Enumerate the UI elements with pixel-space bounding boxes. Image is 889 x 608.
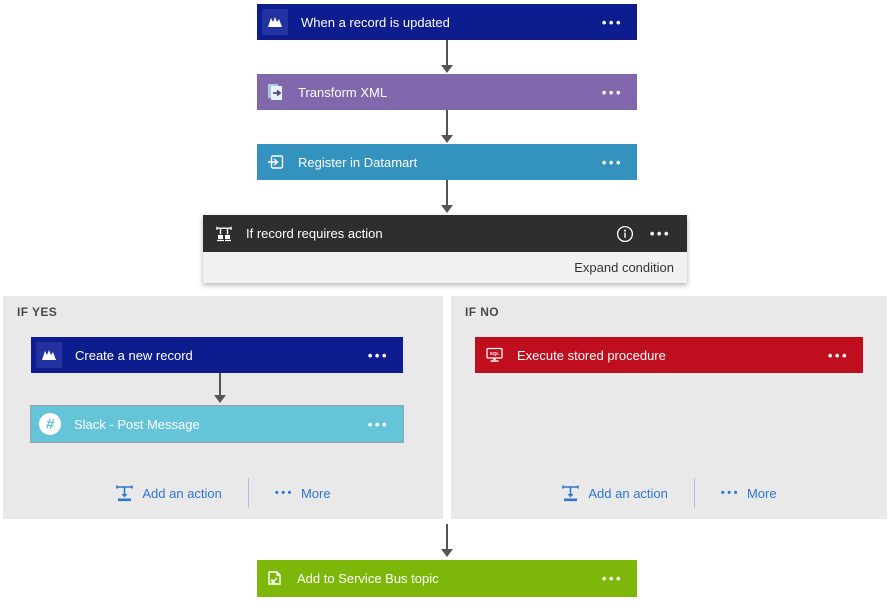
action-label: Transform XML <box>298 84 388 100</box>
svg-text:SQL: SQL <box>490 351 500 356</box>
dynamics-icon <box>36 342 62 368</box>
action-label: Execute stored procedure <box>517 347 666 363</box>
action-label: Create a new record <box>75 347 193 363</box>
action-card-service-bus-topic[interactable]: Add to Service Bus topic ••• <box>257 560 637 597</box>
condition-label: If record requires action <box>246 226 383 241</box>
request-arrow-icon <box>267 153 285 171</box>
action-label: Register in Datamart <box>298 154 418 170</box>
connector-arrow <box>446 40 448 65</box>
more-options-icon[interactable]: ••• <box>601 571 623 586</box>
more-button[interactable]: ••• More <box>720 485 777 501</box>
expand-condition-link[interactable]: Expand condition <box>574 260 674 275</box>
condition-card[interactable]: If record requires action ••• Expand con… <box>203 215 687 283</box>
branch-panel-yes: IF YES Create a new record ••• # Slack -… <box>3 296 443 519</box>
more-options-icon[interactable]: ••• <box>601 154 623 170</box>
connector-arrow <box>446 110 448 135</box>
more-options-icon[interactable]: ••• <box>367 347 389 363</box>
add-action-button[interactable]: Add an action <box>561 484 668 503</box>
branch-footer-actions: Add an action ••• More <box>451 478 887 508</box>
more-options-icon[interactable]: ••• <box>367 416 389 432</box>
action-card-transform-xml[interactable]: Transform XML ••• <box>257 74 637 110</box>
action-card-create-record[interactable]: Create a new record ••• <box>31 337 403 373</box>
add-action-icon <box>562 485 580 501</box>
condition-header[interactable]: If record requires action ••• <box>203 215 687 252</box>
more-options-icon[interactable]: ••• <box>649 226 671 241</box>
action-label: Add to Service Bus topic <box>297 571 439 586</box>
add-action-button[interactable]: Add an action <box>115 484 222 503</box>
add-action-icon <box>116 485 134 501</box>
connector-arrow <box>446 524 448 549</box>
more-options-icon[interactable]: ••• <box>601 84 623 100</box>
branch-title-no: IF NO <box>465 305 499 319</box>
more-options-icon[interactable]: ••• <box>827 347 849 363</box>
condition-branch-icon <box>215 225 233 243</box>
trigger-label: When a record is updated <box>301 14 450 30</box>
more-dots-icon: ••• <box>720 486 740 499</box>
action-card-slack-post-message[interactable]: # Slack - Post Message ••• <box>30 405 404 443</box>
connector-arrow <box>219 373 221 395</box>
more-button[interactable]: ••• More <box>274 485 331 501</box>
slack-icon: # <box>39 413 61 435</box>
branch-panel-no: IF NO SQL Execute stored procedure ••• <box>451 296 887 519</box>
branch-footer-actions: Add an action ••• More <box>3 478 443 508</box>
service-bus-icon <box>265 569 284 588</box>
condition-footer: Expand condition <box>203 252 687 283</box>
connector-arrow <box>446 180 448 205</box>
info-icon[interactable] <box>616 225 634 243</box>
dynamics-icon <box>262 9 288 35</box>
xml-transform-icon <box>265 82 285 102</box>
divider <box>693 478 695 508</box>
action-card-register-datamart[interactable]: Register in Datamart ••• <box>257 144 637 180</box>
trigger-card-when-record-updated[interactable]: When a record is updated ••• <box>257 4 637 40</box>
action-card-execute-stored-procedure[interactable]: SQL Execute stored procedure ••• <box>475 337 863 373</box>
action-label: Slack - Post Message <box>74 416 200 432</box>
branch-title-yes: IF YES <box>17 305 58 319</box>
divider <box>247 478 249 508</box>
more-dots-icon: ••• <box>274 486 294 499</box>
more-options-icon[interactable]: ••• <box>601 14 623 30</box>
sql-monitor-icon: SQL <box>485 346 504 364</box>
